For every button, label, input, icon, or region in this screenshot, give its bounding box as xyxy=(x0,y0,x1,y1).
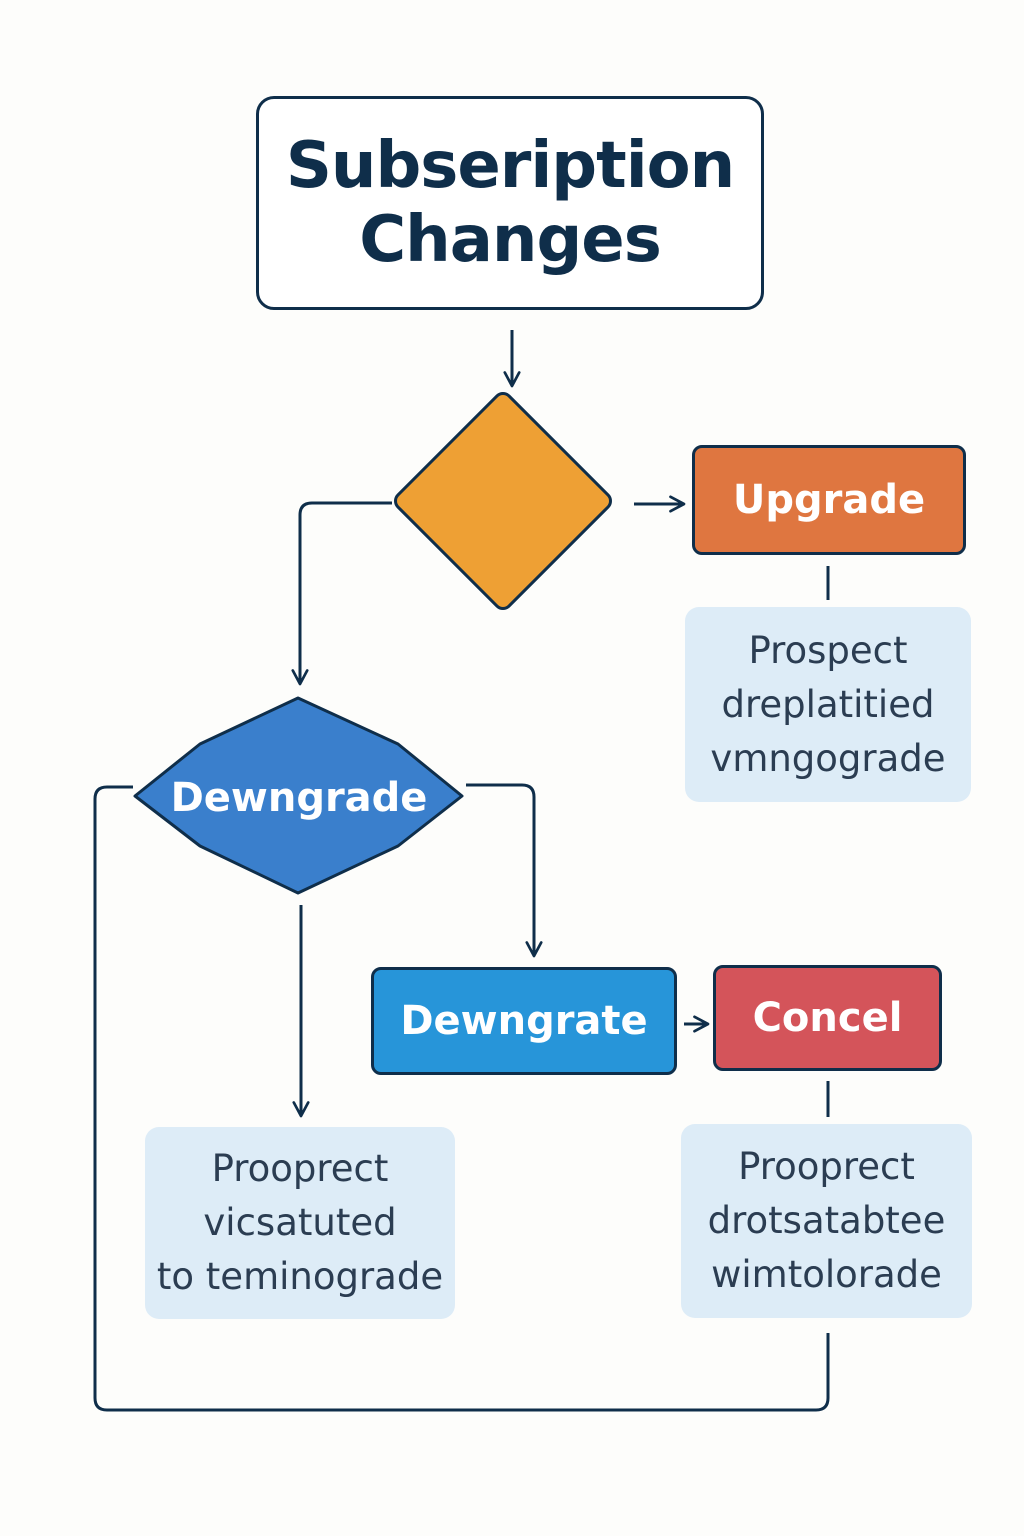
cancel-note-line-2: drotsatabtee xyxy=(707,1199,946,1242)
title-line-2: Changes xyxy=(359,203,662,277)
upgrade-note: Prospect dreplatitied vmngograde xyxy=(685,607,971,802)
cancel-note: Prooprect drotsatabtee wimtolorade xyxy=(681,1124,972,1318)
downgrade-note-line-3: to teminograde xyxy=(156,1255,444,1298)
upgrade-node[interactable]: Upgrade xyxy=(692,445,966,555)
arrow-downgrade-to-downgrate xyxy=(466,783,543,958)
title-box: Subseription Changes xyxy=(256,96,764,310)
downgrade-decision-shape[interactable] xyxy=(133,696,464,895)
title-line-1: Subseription xyxy=(285,129,735,203)
downgrate-node[interactable]: Dewngrate xyxy=(371,967,677,1075)
upgrade-note-line-1: Prospect xyxy=(748,628,908,672)
cancel-note-line-1: Prooprect xyxy=(738,1145,915,1188)
upgrade-note-line-2: dreplatitied xyxy=(721,682,935,726)
downgrade-decision-label: Dewngrade xyxy=(170,775,428,821)
cancel-node[interactable]: Concel xyxy=(713,965,942,1071)
loop-connector xyxy=(93,785,830,1412)
downgrade-note-line-2: vicsatuted xyxy=(203,1201,397,1244)
cancel-note-line-3: wimtolorade xyxy=(711,1253,942,1296)
downgrade-note: Prooprect vicsatuted to teminograde xyxy=(145,1127,455,1319)
downgrade-note-line-1: Prooprect xyxy=(211,1147,389,1190)
upgrade-note-line-3: vmngograde xyxy=(710,736,946,780)
arrow-decision-to-downgrade xyxy=(291,501,392,686)
